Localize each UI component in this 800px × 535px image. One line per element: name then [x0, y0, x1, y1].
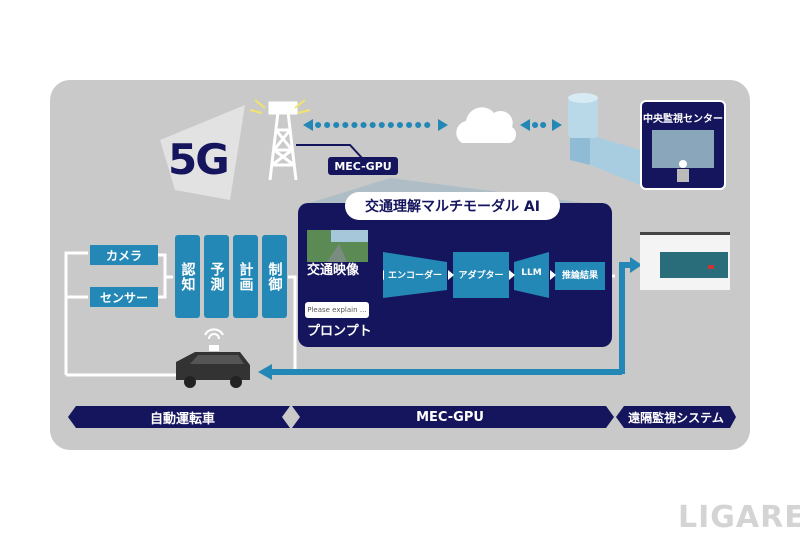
dotted-link-arrow	[303, 119, 562, 131]
5g-logo-shape	[160, 105, 245, 200]
step-prediction: 予測	[204, 235, 229, 318]
bottom-bar-shapes	[68, 406, 736, 428]
data-center-icon	[568, 93, 640, 185]
adapter-label: アダプター	[458, 271, 504, 281]
llm-label: LLM	[521, 268, 542, 278]
traffic-video-thumbnail	[307, 230, 368, 262]
5g-logo-text: 5G	[168, 135, 230, 184]
step-recognition: 認知	[175, 235, 200, 318]
pipeline-shapes	[383, 252, 605, 298]
feedback-arrow	[270, 262, 632, 375]
section-mec-gpu: MEC-GPU	[416, 409, 484, 425]
operator-icon	[652, 130, 714, 182]
encoder-label: エンコーダー	[387, 271, 442, 281]
step-control: 制御	[262, 235, 287, 318]
cloud-icon	[456, 107, 517, 143]
signal-spark-icon	[249, 99, 311, 114]
prompt-input: Please explain …	[305, 302, 369, 318]
sensor-box: センサー	[90, 287, 158, 307]
section-vehicle: 自動運転車	[149, 411, 215, 427]
section-remote-monitoring: 遠隔監視システム	[628, 410, 724, 425]
car-icon	[176, 328, 250, 388]
connector-line	[296, 144, 363, 159]
flow-lines	[64, 251, 297, 375]
prompt-label: プロンプト	[307, 324, 372, 339]
ai-title: 交通理解マルチモーダル AI	[345, 192, 560, 220]
video-label: 交通映像	[307, 263, 360, 278]
ligare-watermark: LIGARE	[678, 500, 800, 535]
mec-gpu-tag: MEC-GPU	[328, 157, 398, 175]
monitor-screen-image	[640, 232, 730, 290]
result-label: 推論結果	[561, 271, 598, 281]
step-planning: 計画	[233, 235, 258, 318]
cell-tower-icon	[268, 101, 298, 181]
camera-box: カメラ	[90, 245, 158, 265]
central-monitoring-label: 中央監視センター	[643, 114, 723, 125]
